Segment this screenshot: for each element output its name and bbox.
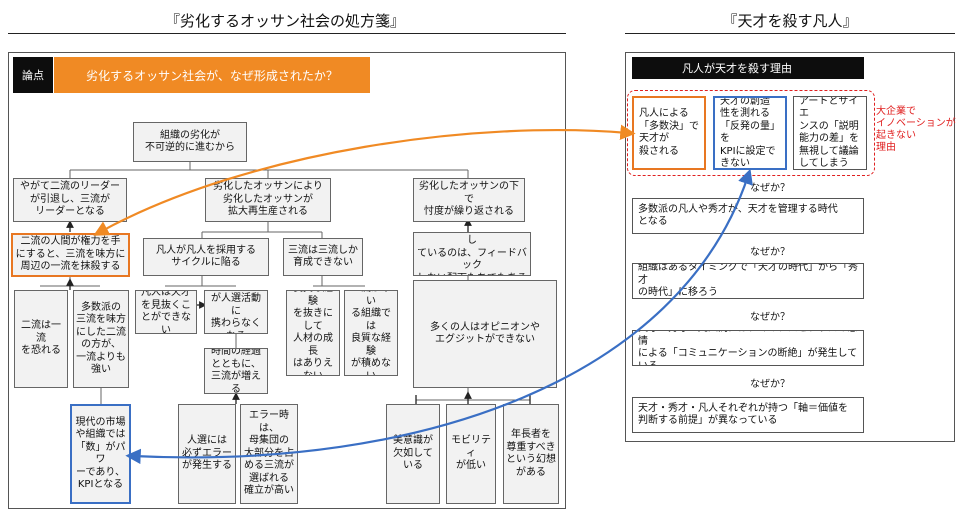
- node-b1: 凡人が凡人を採用する サイクルに陥る: [143, 238, 269, 276]
- why-label-3: なぜか？: [750, 312, 790, 323]
- node-b2-1: 良質な経験 を抜きにして 人材の成長 はありえない: [286, 290, 340, 376]
- node-c4: モビリティ が低い: [446, 404, 496, 504]
- node-b1-2: 一流と二流 が人選活動に 携わらなくなる: [204, 290, 268, 334]
- node-b1-4: 人選には 必ずエラー が発生する: [178, 404, 236, 504]
- node-b1-1: 凡人は天才 を見抜くこ とができない: [135, 290, 197, 334]
- right-title-underline: [625, 33, 955, 34]
- left-title: 『劣化するオッサン社会の処方箋』: [164, 12, 405, 30]
- node-c2: 多くの人はオピニオンや エグジットができない: [413, 280, 557, 388]
- node-l2-b: 劣化したオッサンにより 劣化したオッサンが 拡大再生産される: [205, 178, 331, 222]
- issue-badge: 論点: [13, 57, 53, 93]
- node-b1-5: エラー時は、 母集団の 大部分を占 める三流が 選ばれる 確立が高い: [240, 404, 298, 504]
- right-header: 凡人が天才を殺す理由: [632, 57, 864, 79]
- node-b2-2: 三流が率い る組織では 良質な経験 が積めない: [344, 290, 398, 376]
- node-c1: 劣化したオッサンを生成し ているのは、フィードバック しない配下たちでもある: [413, 232, 531, 276]
- node-c3: 美意識が 欠如して いる: [386, 404, 440, 504]
- why-label-4: なぜか？: [750, 379, 790, 390]
- node-a1-2: 多数派の 三流を味方 にした二流 の方が、 一流よりも 強い: [73, 290, 129, 388]
- node-a1-1: 二流は一流 を恐れる: [14, 290, 68, 388]
- node-b2: 三流は三流しか 育成できない: [283, 238, 363, 276]
- step-4: 天才・秀才・凡人それぞれが持つ「軸＝価値を 判断する前提」が異なっている: [632, 397, 864, 433]
- node-a1-2-1: 現代の市場 や組織では 「数」がパワ ーであり、 KPIとなる: [70, 404, 131, 504]
- reason-explain: アートとサイエ ンスの「説明 能力の差」を 無視して議論 してしまう: [793, 96, 867, 170]
- node-l2-c: 劣化したオッサンの下で 忖度が繰り返される: [413, 178, 525, 222]
- node-c5: 年長者を 尊重すべき という幻想 がある: [503, 404, 559, 504]
- reason-kpi: 天才の創造 性を測れる 「反発の量」を KPIに設定で きない: [713, 96, 787, 170]
- step-1: 多数派の凡人や秀才が、天才を管理する時代 となる: [632, 198, 864, 234]
- red-note: 大企業で イノベーションが 起きない 理由: [876, 106, 956, 153]
- why-label-1: なぜか？: [750, 183, 790, 194]
- reason-majority: 凡人による 「多数決」で 天才が 殺される: [632, 96, 706, 170]
- step-2: 組織はあるタイミングで「天才の時代」から「秀才 の時代」に移ろう: [632, 263, 864, 299]
- why-label-2: なぜか？: [750, 247, 790, 258]
- root-node: 組織の劣化が 不可逆的に進むから: [133, 122, 247, 162]
- left-title-underline: [8, 33, 566, 34]
- node-b1-3: 時間の経過 とともに、 三流が増える: [204, 348, 268, 394]
- node-l2-a: やがて二流のリーダー が引退し、三流が リーダーとなる: [13, 178, 127, 222]
- right-title: 『天才を殺す凡人』: [722, 12, 858, 30]
- step-3: 天才・秀才・凡人間には、マイナスとプラスの感情 による「コミュニケーションの断絶…: [632, 330, 864, 366]
- node-a1: 二流の人間が権力を手 にすると、三流を味方に 周辺の一流を抹殺する: [11, 233, 130, 277]
- question-bar: 劣化するオッサン社会が、なぜ形成されたか？: [54, 57, 370, 93]
